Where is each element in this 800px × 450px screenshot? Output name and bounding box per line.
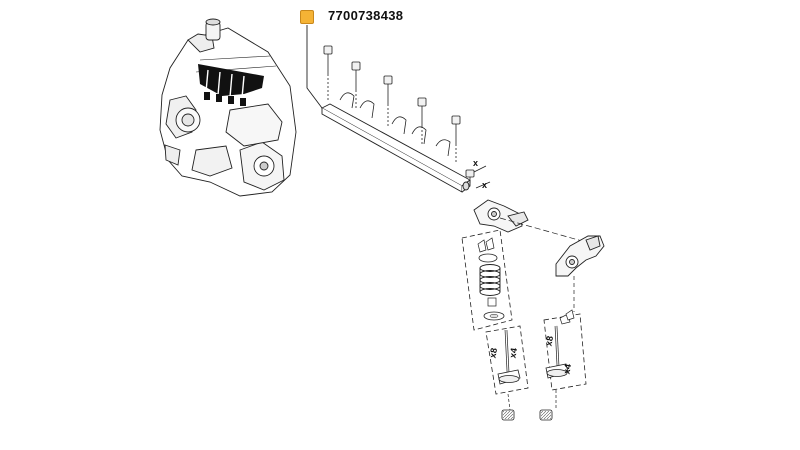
intake-valve-group (543, 309, 587, 391)
bolt-1 (323, 45, 333, 100)
intake-valve-guide (539, 390, 557, 421)
intake-valve-qty-label: x4 (562, 363, 574, 375)
shaft-end-plug (465, 165, 491, 189)
callout-leader-line (306, 25, 323, 109)
bolt-2 (351, 61, 361, 110)
bolt-4 (417, 97, 427, 144)
rocker-shaft (321, 103, 471, 193)
bolt-5 (451, 115, 461, 164)
shaft-bolts (323, 45, 461, 164)
valve-spring (479, 264, 501, 296)
valve-spring-group (461, 229, 513, 331)
rocker-brackets (339, 92, 451, 157)
exhaust-valve-group (485, 325, 529, 395)
rocker-arm-front (473, 199, 529, 233)
engine-rocker-highlight (198, 64, 264, 106)
exhaust-valve-guide (501, 393, 515, 421)
engine-block (159, 18, 297, 197)
part-number-label: 7700738438 (328, 8, 404, 23)
intake-spring-qty-label: x8 (544, 335, 556, 347)
spring-qty-label: x8 (488, 347, 500, 359)
callout-marker[interactable] (300, 10, 314, 24)
rocker-arm-rear (555, 235, 605, 277)
exhaust-valve-qty-label: x4 (508, 347, 520, 359)
bolt-3 (383, 75, 393, 126)
axis-x-label-2: x (482, 180, 487, 190)
axis-x-label-1: x (473, 158, 478, 168)
